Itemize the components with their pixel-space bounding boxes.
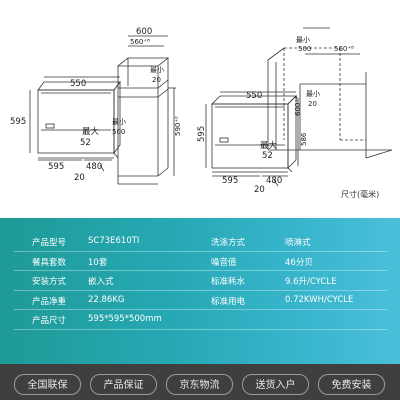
spec-value: 9.6升/CYCLE xyxy=(285,277,337,288)
cabinet-width-560: 560⁺⁸ xyxy=(130,38,150,46)
service-guarantee-button[interactable]: 产品保证 xyxy=(90,374,157,395)
spec-row: 产品型号 SC73E610TI 洗涤方式 喷淋式 xyxy=(14,232,387,252)
right-height-600: 600⁺⁴ xyxy=(294,96,302,116)
left-depth-20: 20 xyxy=(74,173,85,183)
spec-panel: 产品型号 SC73E610TI 洗涤方式 喷淋式 餐具套数 10套 噪音值 46… xyxy=(0,218,400,364)
right-min-20: 20 xyxy=(308,100,317,108)
right-height-586: 586 xyxy=(300,132,308,146)
spec-label: 产品尺寸 xyxy=(32,316,67,327)
spec-value: 22.86KG xyxy=(88,294,125,305)
spec-row: 产品净重 22.86KG 标准用电 0.72KWH/CYCLE xyxy=(14,291,387,311)
left-max-label: 最大 xyxy=(82,126,100,137)
dimension-drawing: 550 595 最大 52 595 480 20 600 560⁺⁸ 最小 20… xyxy=(10,27,393,195)
spec-row: 产品尺寸 595*595*500mm xyxy=(14,310,387,330)
spec-value: 595*595*500mm xyxy=(88,314,162,325)
spec-value: 0.72KWH/CYCLE xyxy=(285,294,354,305)
service-bar: 全国联保 产品保证 京东物流 送货入户 免费安装 xyxy=(0,364,400,400)
spec-row: 安装方式 嵌入式 标准耗水 9.6升/CYCLE xyxy=(14,271,387,291)
service-delivery-button[interactable]: 送货入户 xyxy=(242,374,309,395)
cabinet-width-600: 600 xyxy=(136,27,152,37)
left-cabinet-outline xyxy=(116,57,170,185)
spec-value: 嵌入式 xyxy=(88,277,114,288)
spec-row: 餐具套数 10套 噪音值 46分贝 xyxy=(14,252,387,272)
service-logistics-button[interactable]: 京东物流 xyxy=(166,374,233,395)
cabinet-min-20: 20 xyxy=(152,76,161,84)
left-width-550: 550 xyxy=(70,79,86,89)
right-width-595: 595 xyxy=(222,176,238,186)
installation-diagram: 550 595 最大 52 595 480 20 600 560⁺⁸ 最小 20… xyxy=(10,27,393,199)
left-width-595: 595 xyxy=(48,162,64,172)
cabinet-min-label-2: 最小 xyxy=(112,117,126,126)
left-appliance-outline xyxy=(37,80,121,159)
spec-value: 10套 xyxy=(88,257,108,268)
right-depth-20: 20 xyxy=(254,185,265,195)
right-niche-outline xyxy=(267,47,393,159)
spec-value: 46分贝 xyxy=(285,257,313,268)
right-max-label: 最大 xyxy=(260,140,278,151)
right-min-label-top: 最小 xyxy=(296,35,310,44)
right-max-52: 52 xyxy=(262,151,273,161)
right-min-label-side: 最小 xyxy=(306,89,320,98)
service-warranty-button[interactable]: 全国联保 xyxy=(14,374,81,395)
right-appliance-outline xyxy=(211,95,297,173)
spec-label: 噪音值 xyxy=(211,257,237,268)
spec-label: 安装方式 xyxy=(32,277,67,288)
service-install-button[interactable]: 免费安装 xyxy=(318,374,385,395)
cabinet-min-500: 500 xyxy=(112,128,125,136)
spec-label: 产品净重 xyxy=(32,296,67,307)
left-height-595: 595 xyxy=(10,117,26,127)
right-width-560: 560⁺⁸ xyxy=(334,45,354,53)
right-height-595: 595 xyxy=(197,126,207,142)
spec-label: 餐具套数 xyxy=(32,257,67,268)
spec-value: 喷淋式 xyxy=(285,238,311,248)
cabinet-min-label-1: 最小 xyxy=(150,65,164,74)
left-depth-480: 480 xyxy=(86,162,102,172)
spec-label: 标准用电 xyxy=(211,296,246,307)
spec-table: 产品型号 SC73E610TI 洗涤方式 喷淋式 餐具套数 10套 噪音值 46… xyxy=(14,232,387,330)
right-width-550: 550 xyxy=(246,91,262,101)
right-min-500-top: 500 xyxy=(298,45,311,53)
spec-value: SC73E610TI xyxy=(88,236,140,246)
spec-label: 标准耗水 xyxy=(211,277,246,288)
spec-label: 产品型号 xyxy=(32,238,67,248)
spec-label: 洗涤方式 xyxy=(211,238,246,248)
cabinet-height-590: 590⁺² xyxy=(174,116,182,136)
unit-note: 尺寸(毫米) xyxy=(341,190,380,199)
right-depth-480: 480 xyxy=(266,176,282,186)
left-max-52: 52 xyxy=(80,138,91,148)
